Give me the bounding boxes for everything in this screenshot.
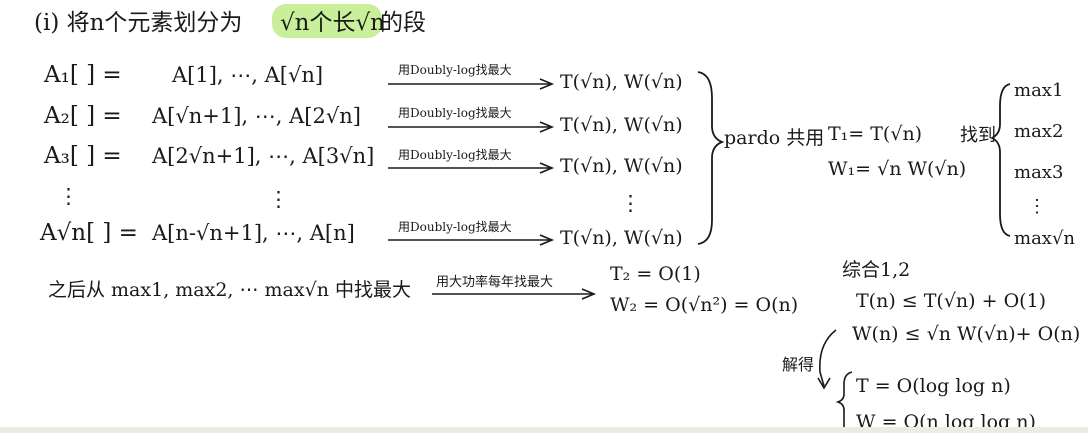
max-item-1: max1	[1014, 80, 1063, 101]
row1-lhs: A₁[ ] =	[43, 62, 122, 88]
row4-lhs: A√n[ ] =	[39, 220, 138, 246]
combine-t-ineq: T(n) ≤ T(√n) + O(1)	[856, 290, 1046, 312]
then-t2: T₂ = O(1)	[610, 263, 701, 285]
solve-arrow	[819, 329, 837, 387]
page-bottom-strip	[0, 427, 1088, 433]
row3-lhs: A₃[ ] =	[43, 143, 122, 169]
row1-arrowhead	[539, 78, 555, 90]
row2-range: A[√n+1], ⋯, A[2√n]	[151, 104, 361, 128]
pardo-t1: T₁= T(√n)	[828, 123, 922, 145]
row2-lhs: A₂[ ] =	[43, 103, 122, 129]
combine-w-ineq: W(n) ≤ √n W(√n)+ O(n)	[852, 323, 1080, 345]
title-highlight-text: √n个长√n	[280, 10, 385, 36]
vdots-result: ⋮	[620, 191, 641, 215]
row1-arrow-label: 用Doubly-log找最大	[398, 63, 512, 77]
combine-title: 综合1,2	[842, 259, 910, 281]
title-highlight	[272, 4, 382, 38]
then-arrowhead	[581, 288, 597, 300]
max-item-2: max2	[1014, 121, 1063, 142]
row3-arrowhead	[539, 162, 555, 174]
pardo-label: pardo 共用	[724, 127, 824, 149]
title-prefix: (i) 将n个元素划分为	[34, 10, 242, 36]
pardo-w1: W₁= √n W(√n)	[828, 158, 966, 180]
then-arrow-label: 用大功率每年找最大	[436, 274, 553, 290]
row3-arrow-label: 用Doubly-log找最大	[398, 148, 512, 162]
vdots-range: ⋮	[268, 187, 289, 211]
pardo-found: 找到	[960, 125, 996, 146]
then-text: 之后从 max1, max2, ⋯ max√n 中找最大	[48, 279, 411, 301]
row3-result: T(√n), W(√n)	[560, 155, 683, 177]
solve-arrowhead	[817, 377, 831, 390]
row1-result: T(√n), W(√n)	[560, 71, 683, 93]
row3-range: A[2√n+1], ⋯, A[3√n]	[151, 144, 374, 168]
solution-brace	[835, 371, 853, 430]
row2-arrowhead	[539, 121, 555, 133]
row1-range: A[1], ⋯, A[√n]	[171, 63, 323, 87]
row4-arrow-label: 用Doubly-log找最大	[398, 220, 512, 234]
max-item-last: max√n	[1014, 228, 1075, 249]
row4-result: T(√n), W(√n)	[560, 227, 683, 249]
row4-range: A[n-√n+1], ⋯, A[n]	[151, 221, 355, 245]
title-suffix: 的段	[380, 10, 426, 36]
max-item-3: max3	[1014, 162, 1063, 183]
solve-label: 解得	[782, 355, 814, 374]
then-w2: W₂ = O(√n²) = O(n)	[610, 294, 798, 316]
row4-arrowhead	[539, 234, 555, 246]
rows-brace	[697, 71, 725, 245]
max-item-dots: ⋮	[1028, 196, 1046, 217]
maxes-brace	[989, 83, 1011, 237]
row2-result: T(√n), W(√n)	[560, 114, 683, 136]
vdots-lhs: ⋮	[58, 184, 79, 208]
solution-t: T = O(log log n)	[856, 375, 1011, 397]
row2-arrow-label: 用Doubly-log找最大	[398, 106, 512, 120]
